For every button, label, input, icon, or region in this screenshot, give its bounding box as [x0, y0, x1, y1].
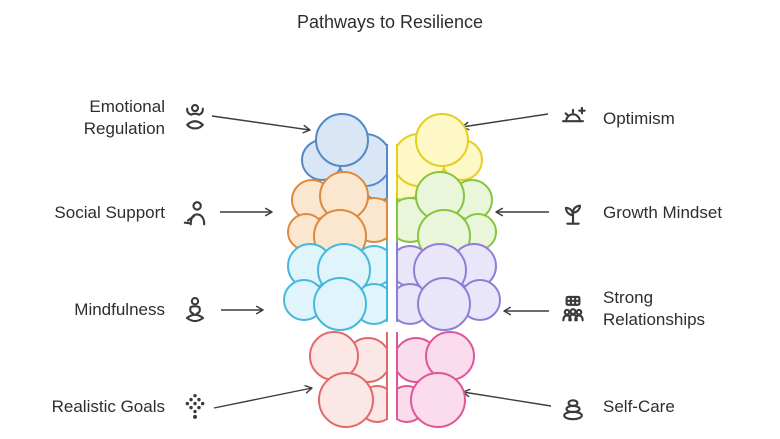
sunrise-icon: [562, 106, 586, 123]
zen-stones-icon: [563, 399, 583, 421]
dots-cluster-icon: [185, 393, 205, 419]
brain-region-occipital-left: [309, 331, 388, 428]
pathway-label-optimism: Optimism: [603, 108, 675, 128]
sprout-icon: [564, 204, 582, 225]
arrow-self-care: [462, 388, 552, 407]
pathway-label-self-care: Self-Care: [603, 396, 675, 416]
brain-region-parietal-left: [283, 242, 388, 331]
pathway-item-optimism: Optimism: [556, 96, 780, 142]
pathway-label-growth-mindset: Growth Mindset: [603, 202, 723, 222]
person-icon: [183, 201, 206, 226]
pathway-label-mindfulness: Mindfulness: [74, 299, 165, 319]
pathway-label-strong-relationships: Strong Relationships: [603, 287, 706, 329]
brain-right-hemisphere: [396, 113, 501, 428]
connector-arrows: [211, 113, 552, 409]
sitting-person-icon: [185, 297, 205, 323]
meditation-icon: [186, 104, 204, 130]
brain-region-parietal-right: [396, 242, 501, 331]
arrow-realistic-goals: [213, 385, 313, 409]
brain-left-hemisphere: [283, 113, 388, 428]
page-title: Pathways to Resilience: [296, 12, 484, 32]
pathway-item-self-care: Self-Care: [556, 384, 780, 430]
arrow-emotional-regulation: [211, 115, 311, 134]
pathway-label-emotional-regulation: Emotional Regulation: [83, 96, 165, 138]
pathway-item-social-support: Social Support: [0, 190, 212, 236]
pathway-label-social-support: Social Support: [54, 202, 165, 222]
pathway-item-growth-mindset: Growth Mindset: [556, 190, 780, 236]
pathway-item-emotional-regulation: Emotional Regulation: [0, 92, 212, 144]
pathway-label-realistic-goals: Realistic Goals: [51, 396, 165, 416]
pathway-item-realistic-goals: Realistic Goals: [0, 384, 212, 430]
brain-region-occipital-right: [396, 331, 475, 428]
arrow-optimism: [461, 113, 549, 131]
people-group-icon: [562, 295, 584, 322]
pathway-item-strong-relationships: Strong Relationships: [556, 283, 780, 335]
brain-illustration: [283, 113, 501, 428]
pathway-item-mindfulness: Mindfulness: [0, 287, 212, 333]
